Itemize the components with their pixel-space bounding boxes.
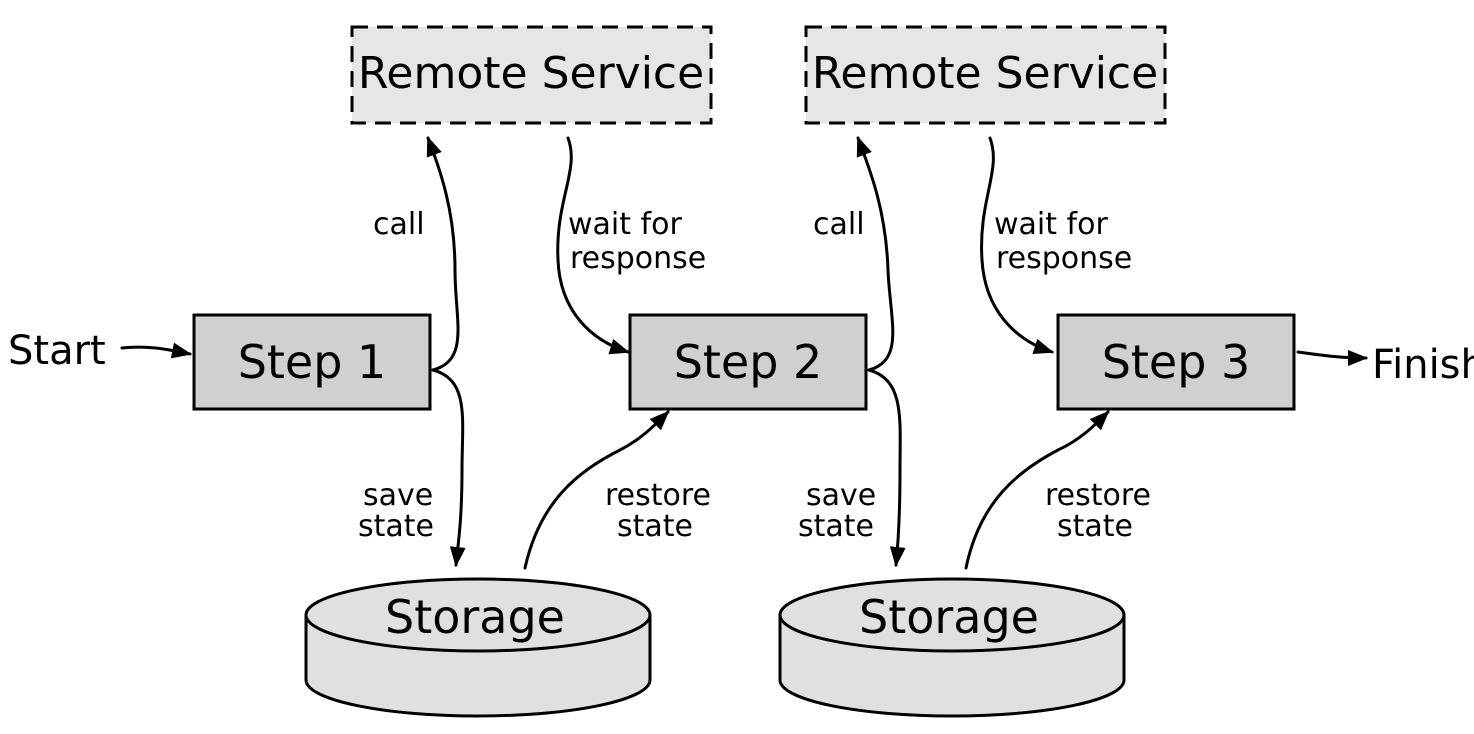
remote-service-2-label: Remote Service (812, 48, 1158, 99)
restore-arrow-1 (523, 410, 670, 570)
finish-label: Finish (1372, 342, 1474, 388)
remote-service-2: Remote Service (804, 25, 1167, 125)
step-1-call-arrow (426, 136, 460, 372)
wait-label-2-line1: wait for (994, 207, 1108, 242)
wait-response-arrow-2 (980, 136, 1054, 355)
restore-label-2-line2: state (1057, 509, 1133, 544)
step-3-label: Step 3 (1102, 335, 1251, 389)
storage-2-label: Storage (859, 590, 1039, 644)
start-label: Start (8, 328, 106, 374)
step-3-box: Step 3 (1056, 313, 1296, 411)
save-label-1-line1: save (363, 478, 433, 513)
step-1-box: Step 1 (192, 313, 432, 411)
restore-label-1-line2: state (617, 509, 693, 544)
wait-response-arrow-1 (556, 136, 630, 355)
restore-label-2-line1: restore (1045, 478, 1151, 513)
remote-service-1-label: Remote Service (358, 48, 704, 99)
step-2-call-arrow (856, 136, 895, 372)
wait-label-2-line2: response (996, 241, 1132, 276)
storage-1-label: Storage (385, 590, 565, 644)
call-label-1: call (373, 207, 425, 242)
call-label-2: call (813, 207, 865, 242)
restore-arrow-2 (964, 410, 1110, 570)
save-label-2-line2: state (798, 509, 874, 544)
step-1-label: Step 1 (238, 335, 387, 389)
step-2-save-arrow (867, 368, 906, 567)
step-2-label: Step 2 (674, 335, 823, 389)
step-2-box: Step 2 (628, 313, 868, 411)
wait-label-1-line2: response (570, 241, 706, 276)
finish-arrow (1296, 349, 1368, 366)
storage-1: Storage (304, 577, 652, 718)
step-1-save-arrow (431, 368, 466, 567)
restore-label-1-line1: restore (605, 478, 711, 513)
remote-service-1: Remote Service (350, 25, 713, 125)
save-label-1-line2: state (358, 509, 434, 544)
save-label-2-line1: save (806, 478, 876, 513)
start-arrow (120, 342, 192, 359)
storage-2: Storage (778, 577, 1126, 718)
wait-label-1-line1: wait for (568, 207, 682, 242)
